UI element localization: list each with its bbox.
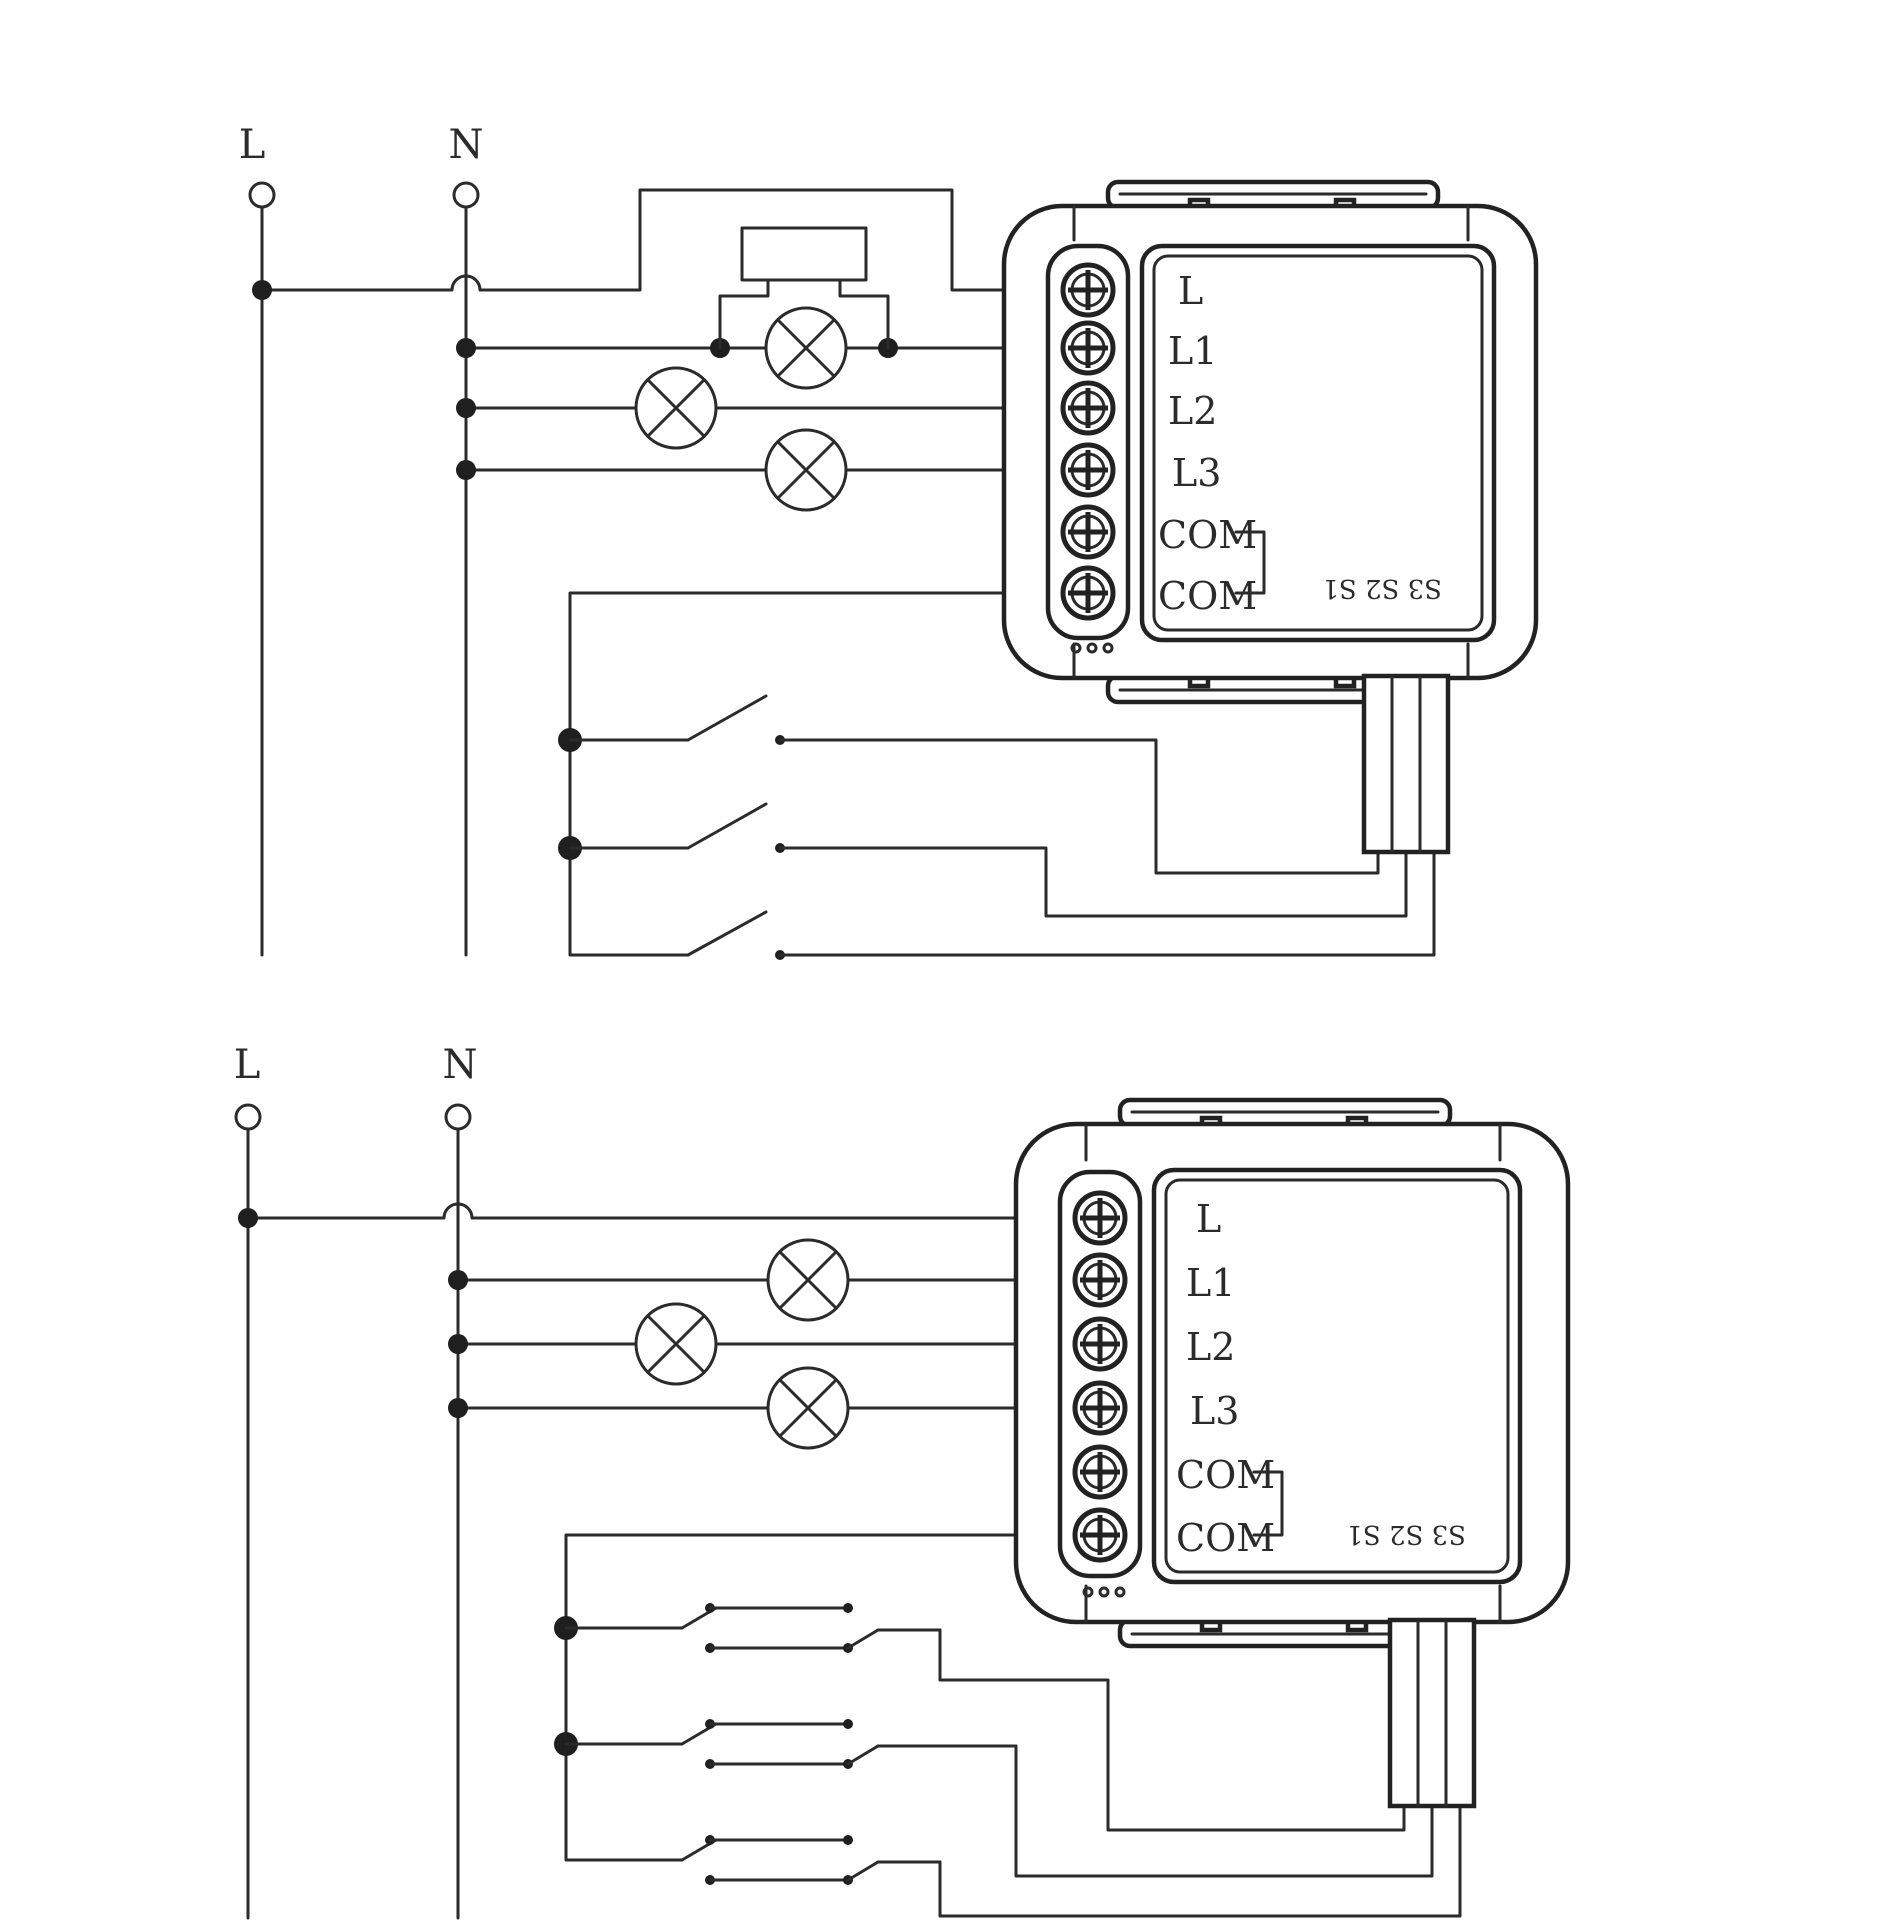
- top-com-wire: [568, 591, 1064, 957]
- top-wiring-diagram: L N: [239, 122, 1539, 960]
- bottom-two-way-switch-2-icon: [564, 1719, 1018, 1769]
- top-switch-input-labels: S3 S2 S1: [1322, 573, 1442, 603]
- bottom-two-way-switch-1-icon: [564, 1603, 942, 1653]
- bottom-two-way-switch-3-icon: [680, 1835, 942, 1885]
- top-junction-icon: [456, 338, 476, 358]
- top-switch-1-output-wire: [778, 738, 1380, 875]
- bottom-lamp-2-icon: [634, 1302, 718, 1386]
- bottom-terminal-label-com-2: COM: [1176, 1516, 1275, 1560]
- top-screw-terminal-icon: [1060, 320, 1116, 376]
- top-led-icon: [1070, 642, 1082, 654]
- top-led-icon: [1102, 642, 1114, 654]
- bottom-switch-3-output-wire: [938, 1803, 1462, 1918]
- bottom-terminal-label-com-1: COM: [1176, 1453, 1275, 1497]
- bottom-bus-label-n: N: [443, 1042, 478, 1088]
- bottom-relay-module: L L1 L2 L3 COM COM S3 S2 S1: [1013, 1097, 1571, 1809]
- top-switch-3-icon: [686, 910, 785, 960]
- bottom-l-supply-wire: [246, 1202, 1076, 1220]
- bottom-screw-terminal-icon: [1072, 1507, 1128, 1563]
- bottom-switch-input-labels: S3 S2 S1: [1346, 1519, 1466, 1549]
- bottom-terminal-label-l1: L1: [1186, 1261, 1235, 1305]
- bottom-led-icon: [1082, 1586, 1094, 1598]
- bottom-l-terminal-icon: [234, 1103, 262, 1131]
- top-l-supply-wire: [260, 188, 1064, 292]
- bottom-bus-label-l: L: [234, 1042, 261, 1088]
- bottom-wiring-diagram: L N: [234, 1042, 1571, 1920]
- top-switch-2-output-wire: [778, 846, 1408, 918]
- top-terminal-label-com-2: COM: [1158, 574, 1257, 618]
- bottom-screw-terminal-icon: [1072, 1444, 1128, 1500]
- bottom-screw-terminal-icon: [1072, 1252, 1128, 1308]
- bottom-led-icon: [1098, 1586, 1110, 1598]
- bottom-led-icon: [1114, 1586, 1126, 1598]
- top-com-bridge: [1234, 530, 1266, 595]
- bottom-screw-terminal-icon: [1072, 1316, 1128, 1372]
- top-terminal-label-l: L: [1178, 269, 1203, 313]
- top-terminal-label-com-1: COM: [1158, 513, 1257, 557]
- top-switch-3-output-wire: [778, 848, 1436, 957]
- bottom-junction-icon: [448, 1334, 468, 1354]
- top-lamp-2-icon: [634, 366, 718, 450]
- top-relay-module: L L1 L2 L3 COM COM S3 S2 S1: [1001, 179, 1539, 855]
- bottom-lamp-1-icon: [766, 1238, 850, 1322]
- top-screw-terminal-icon: [1060, 380, 1116, 436]
- bottom-terminal-label-l2: L2: [1186, 1325, 1235, 1369]
- top-bypass-capacitor-icon: [740, 226, 868, 282]
- bottom-n-terminal-icon: [444, 1103, 472, 1131]
- top-bus-label-n: N: [449, 122, 484, 168]
- top-screw-terminal-icon: [1060, 565, 1116, 621]
- top-led-icon: [1086, 642, 1098, 654]
- top-switch-1-icon: [568, 694, 785, 745]
- bottom-junction-icon: [448, 1398, 468, 1418]
- bottom-screw-terminal-icon: [1072, 1190, 1128, 1246]
- top-junction-icon: [456, 398, 476, 418]
- top-switch-2-icon: [568, 802, 785, 853]
- bottom-terminal-label-l: L: [1196, 1197, 1221, 1241]
- bottom-switch-2-output-wire: [1014, 1744, 1434, 1878]
- top-lamp-1-icon: [764, 306, 848, 390]
- bottom-lamp-3-icon: [766, 1366, 850, 1450]
- bottom-terminal-label-l3: L3: [1190, 1389, 1239, 1433]
- top-screw-terminal-icon: [1060, 262, 1116, 318]
- top-terminal-label-l2: L2: [1168, 389, 1217, 433]
- bottom-screw-terminal-icon: [1072, 1380, 1128, 1436]
- top-junction-icon: [456, 460, 476, 480]
- top-junction-icon: [252, 280, 272, 300]
- bottom-com-bridge: [1252, 1470, 1284, 1537]
- top-screw-terminal-icon: [1060, 442, 1116, 498]
- bottom-switch-1-output-wire: [938, 1628, 1406, 1832]
- top-terminal-label-l3: L3: [1172, 451, 1221, 495]
- bottom-junction-icon: [238, 1208, 258, 1228]
- bottom-com-wire: [564, 1533, 1076, 1862]
- top-lamp-3-icon: [764, 428, 848, 512]
- top-n-terminal-icon: [452, 181, 480, 209]
- top-terminal-label-l1: L1: [1168, 329, 1217, 373]
- top-screw-terminal-icon: [1060, 504, 1116, 560]
- top-l-terminal-icon: [248, 181, 276, 209]
- top-bus-label-l: L: [239, 122, 266, 168]
- bottom-junction-icon: [448, 1270, 468, 1290]
